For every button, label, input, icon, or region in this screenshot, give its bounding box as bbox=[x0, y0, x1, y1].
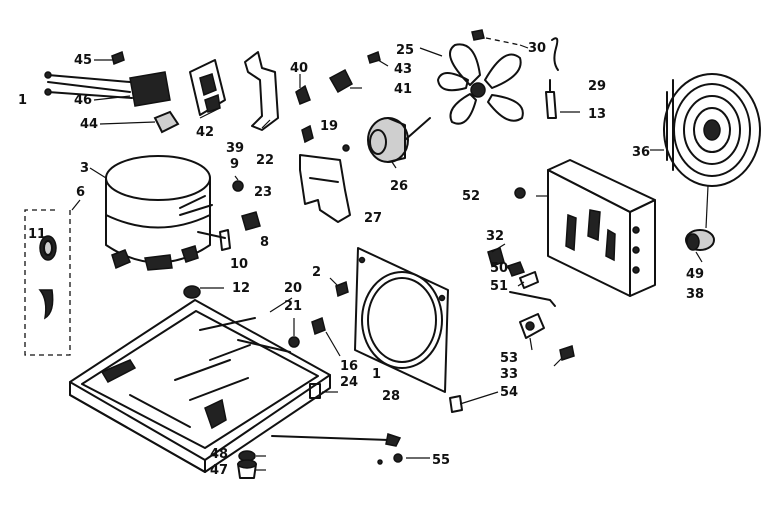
label-32: 32 bbox=[486, 229, 504, 244]
screw-19 bbox=[301, 124, 314, 144]
screw-52 bbox=[514, 187, 526, 199]
mount-spacer bbox=[38, 289, 54, 320]
label-39: 39 bbox=[226, 141, 244, 156]
label-28: 28 bbox=[382, 389, 400, 404]
label-53: 53 bbox=[500, 351, 518, 366]
label-49: 49 bbox=[686, 267, 704, 282]
label-22: 22 bbox=[256, 153, 274, 168]
base-pan bbox=[69, 299, 331, 473]
compressor bbox=[105, 155, 226, 271]
label-50: 50 bbox=[490, 261, 508, 276]
label-45: 45 bbox=[74, 53, 92, 68]
label-38: 38 bbox=[686, 287, 704, 302]
switch-53 bbox=[519, 313, 545, 339]
screw-45 bbox=[111, 50, 125, 66]
washer-23 bbox=[232, 180, 244, 192]
nut-55b bbox=[377, 459, 383, 465]
label-2: 2 bbox=[312, 265, 321, 280]
screw-43 bbox=[367, 50, 381, 64]
mount-grommet-11 bbox=[39, 235, 57, 261]
label-26: 26 bbox=[390, 179, 408, 194]
clip-41 bbox=[328, 68, 353, 94]
screw-33 bbox=[559, 345, 575, 361]
label-46: 46 bbox=[74, 93, 92, 108]
fan-blade-25 bbox=[437, 43, 524, 125]
label-24: 24 bbox=[340, 375, 358, 390]
cover-44 bbox=[153, 110, 180, 134]
label-40: 40 bbox=[290, 61, 308, 76]
label-25: 25 bbox=[396, 43, 414, 58]
label-11: 11 bbox=[28, 227, 46, 242]
bracket-39 bbox=[244, 51, 279, 131]
label-9: 9 bbox=[230, 157, 239, 172]
screw-54 bbox=[449, 395, 463, 413]
motor-bracket-27 bbox=[299, 154, 351, 223]
label-42: 42 bbox=[196, 125, 214, 140]
label-20: 20 bbox=[284, 281, 302, 296]
overload-42 bbox=[189, 59, 226, 116]
label-1-top: 1 bbox=[18, 93, 27, 108]
wire-29 bbox=[551, 37, 559, 71]
label-44: 44 bbox=[80, 117, 98, 132]
label-13: 13 bbox=[588, 107, 606, 122]
label-51: 51 bbox=[490, 279, 508, 294]
front-panel bbox=[354, 247, 449, 393]
clip-8 bbox=[241, 211, 261, 231]
sleeve-13 bbox=[545, 79, 557, 119]
bracket-bar bbox=[509, 291, 556, 307]
label-21: 21 bbox=[284, 299, 302, 314]
label-3: 3 bbox=[80, 161, 89, 176]
screw-16 bbox=[311, 316, 326, 336]
label-52: 52 bbox=[462, 189, 480, 204]
label-30: 30 bbox=[528, 41, 546, 56]
label-54: 54 bbox=[500, 385, 518, 400]
screw-2 bbox=[335, 280, 349, 298]
screw-30 bbox=[471, 29, 485, 41]
label-8: 8 bbox=[260, 235, 269, 250]
label-16: 16 bbox=[340, 359, 358, 374]
condenser-coil-36 bbox=[663, 73, 761, 187]
fan-motor-26 bbox=[367, 117, 431, 163]
washer-21 bbox=[288, 336, 300, 348]
label-48: 48 bbox=[210, 447, 228, 462]
label-23: 23 bbox=[254, 185, 272, 200]
capacitor-49 bbox=[685, 229, 715, 251]
label-6: 6 bbox=[76, 185, 85, 200]
grommet-12 bbox=[183, 285, 201, 299]
label-36: 36 bbox=[632, 145, 650, 160]
bolt-10 bbox=[219, 229, 231, 251]
clip-50 bbox=[507, 261, 525, 277]
mount-kit-bracket bbox=[24, 209, 71, 356]
label-33: 33 bbox=[500, 367, 518, 382]
label-10: 10 bbox=[230, 257, 248, 272]
nut-55 bbox=[393, 453, 403, 463]
shaft-guide bbox=[485, 37, 521, 46]
label-19: 19 bbox=[320, 119, 338, 134]
label-55: 55 bbox=[432, 453, 450, 468]
label-41: 41 bbox=[394, 82, 412, 97]
label-29: 29 bbox=[588, 79, 606, 94]
label-27: 27 bbox=[364, 211, 382, 226]
spacer-24 bbox=[309, 383, 321, 399]
nut-19 bbox=[342, 144, 350, 152]
control-box bbox=[547, 159, 656, 297]
screw-40 bbox=[295, 84, 311, 105]
clip-51 bbox=[519, 271, 539, 289]
rod-28 bbox=[271, 435, 391, 441]
rod-end-28 bbox=[385, 433, 402, 447]
foot-47 bbox=[237, 459, 257, 479]
label-47: 47 bbox=[210, 463, 228, 478]
label-12: 12 bbox=[232, 281, 250, 296]
relay-assembly bbox=[44, 71, 171, 107]
label-1-lower: 1 bbox=[372, 367, 381, 382]
label-43: 43 bbox=[394, 62, 412, 77]
